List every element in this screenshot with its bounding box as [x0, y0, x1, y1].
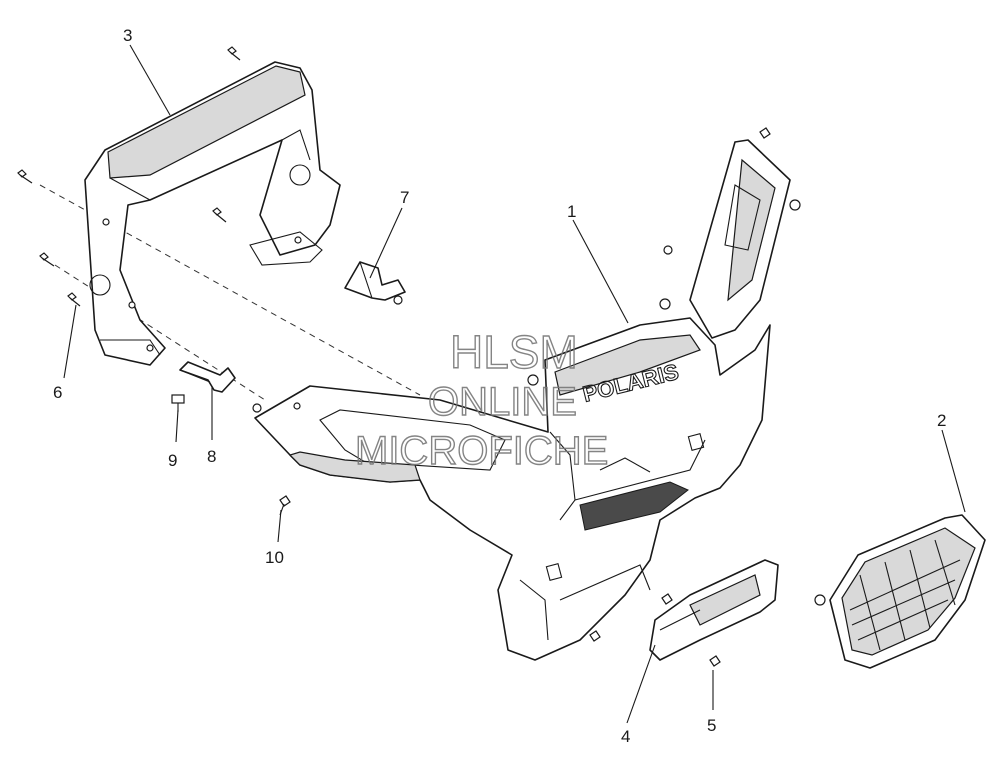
callout-7: 7	[400, 188, 409, 207]
leader-lines	[63, 44, 966, 724]
callout-4: 4	[621, 727, 630, 746]
part-4-lower-plate	[649, 559, 779, 661]
callout-labels: 1 2 3 4 5 6 7 8 9 10	[53, 26, 946, 746]
part-5-screw	[589, 593, 721, 667]
part-2-mesh-grille	[814, 514, 986, 669]
part-9-screw	[171, 394, 185, 412]
watermark-line-2: ONLINE	[428, 380, 577, 424]
part-1-front-bumper: POLARIS	[254, 298, 771, 661]
screws-upper-left	[17, 46, 241, 307]
callout-10: 10	[265, 548, 284, 567]
part-1-upright-frame	[689, 139, 791, 339]
callout-2: 2	[937, 411, 946, 430]
part-3-support-bracket	[84, 61, 341, 366]
part-8-pin-bracket	[179, 361, 236, 393]
callout-9: 9	[168, 451, 177, 470]
watermark-line-3: MICROFICHE	[355, 429, 608, 473]
callout-5: 5	[707, 716, 716, 735]
callout-6: 6	[53, 383, 62, 402]
part-7-small-bracket	[344, 261, 406, 305]
callout-1: 1	[567, 202, 576, 221]
assembly-dash-lines	[39, 184, 421, 401]
watermark-line-1: HLSM	[450, 326, 578, 378]
screws-upper-right	[252, 127, 801, 413]
mesh-pattern	[849, 539, 961, 651]
callout-8: 8	[207, 447, 216, 466]
part-10-screw	[279, 495, 291, 516]
watermark: HLSM ONLINE MICROFICHE	[354, 325, 609, 473]
callout-3: 3	[123, 26, 132, 45]
